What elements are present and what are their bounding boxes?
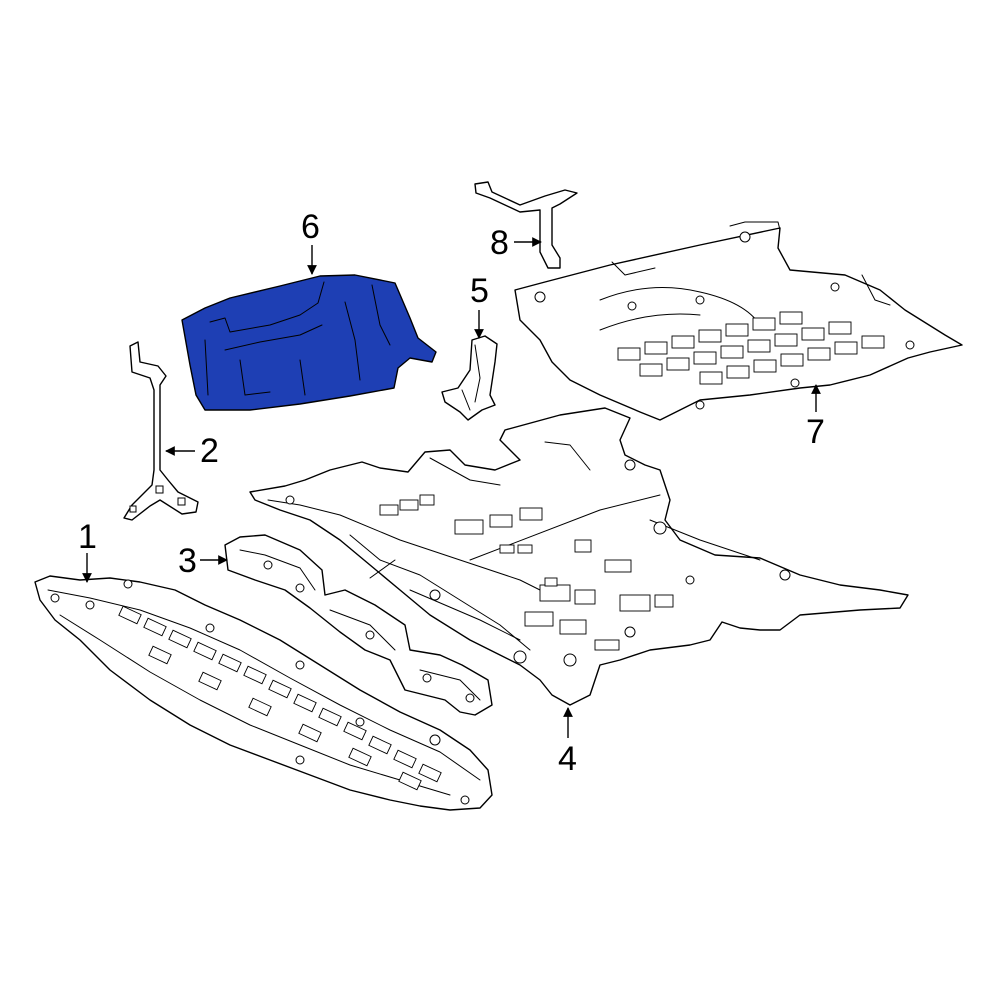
heat-shield [441,335,498,421]
callout-2: 2 [165,432,219,470]
callout-label: 4 [558,740,577,778]
front-splash-shield [34,575,493,811]
callout-label: 6 [301,208,320,246]
callout-label: 5 [470,272,489,310]
callout-4: 4 [558,707,577,778]
callout-label: 3 [178,542,197,580]
front-shield-ribs [118,605,442,791]
support-bracket [474,181,578,269]
callout-label: 1 [78,518,97,556]
callout-8: 8 [490,224,542,262]
callout-label: 2 [200,432,219,470]
center-underbody-shield [249,407,909,706]
center-shield-pads [379,494,674,651]
rear-underbody-shield [514,221,963,421]
engine-cover-highlighted [181,274,437,411]
callout-7: 7 [806,384,825,451]
callout-5: 5 [470,272,489,339]
callout-3: 3 [178,542,228,580]
side-deflector [224,534,493,716]
callout-1: 1 [78,518,97,583]
callout-label: 7 [806,413,825,451]
shield-bracket [123,341,199,521]
callout-label: 8 [490,224,509,262]
callout-6: 6 [301,208,320,275]
rear-shield-ribs [617,311,885,385]
